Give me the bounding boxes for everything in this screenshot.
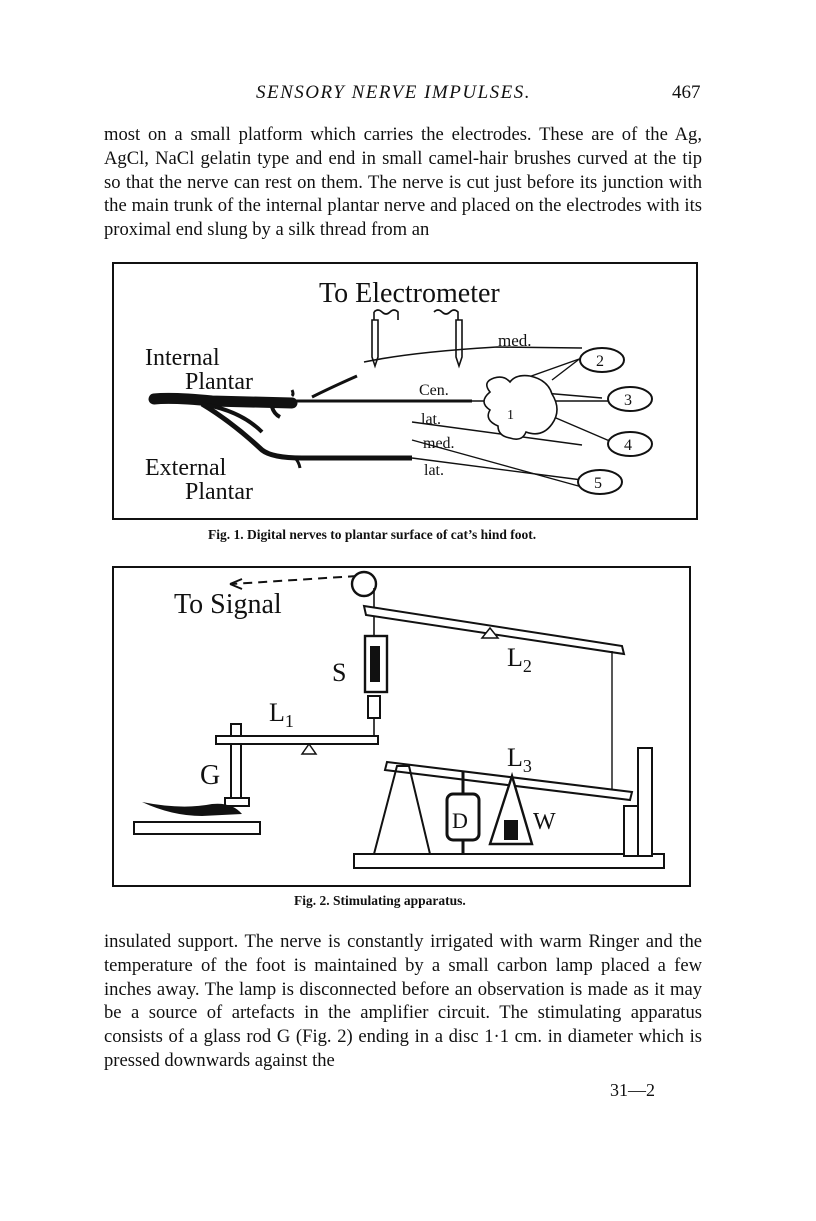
running-title: SENSORY NERVE IMPULSES.: [256, 82, 531, 103]
rod-top: [230, 723, 242, 737]
label-cen: Cen.: [419, 382, 449, 399]
figure-2-frame: [112, 566, 691, 887]
toe-4: 4: [607, 431, 653, 457]
right-upright-step: [623, 805, 639, 857]
central-pad: [483, 374, 558, 440]
figure-2-caption: Fig. 2. Stimulating apparatus.: [294, 893, 466, 908]
label-d: D: [452, 808, 468, 833]
toe-2-label: 2: [596, 353, 604, 370]
label-external: External: [145, 455, 227, 481]
l3-stand-left: [372, 765, 432, 855]
page-header: SENSORY NERVE IMPULSES. 467: [0, 82, 816, 108]
toe-3-label: 3: [624, 392, 632, 409]
lever-l2: [362, 604, 626, 656]
signal-arrow-icon: [229, 578, 243, 590]
cat-foot: [142, 802, 242, 816]
label-plantar-internal: Plantar: [185, 369, 253, 395]
toe-5-label: 5: [594, 475, 602, 492]
apparatus-base: [353, 853, 665, 869]
right-upright: [637, 747, 653, 857]
label-to-signal: To Signal: [174, 589, 282, 620]
figure-1: To Electrometer med.: [112, 262, 698, 520]
figure-1-diagram: To Electrometer med.: [112, 262, 698, 520]
label-s: S: [332, 658, 346, 687]
label-med-2: med.: [423, 435, 455, 452]
label-lat-1: lat.: [421, 411, 441, 428]
lever-l3: [383, 760, 634, 802]
toe-5: 5: [577, 469, 623, 495]
signal-thread: [231, 575, 358, 585]
spring-hook: [367, 695, 381, 719]
signature-mark: 31—2: [610, 1080, 655, 1100]
label-l2: L2: [507, 643, 532, 676]
electrode-right: [433, 309, 463, 369]
electrode-left: [371, 309, 399, 369]
rod-disc: [224, 797, 250, 807]
fulcrum-l1: [300, 742, 318, 755]
label-w: W: [533, 809, 556, 835]
figure-1-title: To Electrometer: [319, 278, 500, 309]
weight-w: [504, 820, 518, 840]
figure-2-diagram: To Signal L2 S L1 G L3 D: [112, 566, 691, 887]
toe-2: 2: [579, 347, 625, 373]
label-lat-2: lat.: [424, 462, 444, 479]
branch-stub-low: [293, 456, 302, 469]
label-med-top: med.: [498, 331, 532, 350]
internal-plantar-trunk: [148, 392, 298, 409]
toe-3: 3: [607, 386, 653, 412]
foot-platform: [133, 821, 261, 835]
label-plantar-external: Plantar: [185, 479, 253, 505]
toe-4-label: 4: [624, 437, 632, 454]
external-plantar-trunk: [200, 401, 412, 461]
glass-rod: [230, 743, 242, 805]
label-internal: Internal: [145, 345, 220, 371]
fulcrum-l2: [480, 626, 500, 639]
body-paragraph-2: insulated support. The nerve is constant…: [104, 931, 702, 1071]
nerve-med-top: [363, 346, 583, 363]
figure-1-caption: Fig. 1. Digital nerves to plantar surfac…: [208, 527, 537, 542]
pulley: [350, 570, 378, 598]
label-l3: L3: [507, 743, 532, 776]
body-paragraph-1: most on a small platform which carries t…: [104, 124, 702, 241]
lever-l1: [215, 735, 379, 745]
label-g: G: [200, 760, 220, 791]
branch-lower: [206, 403, 264, 434]
branch-stub: [290, 389, 295, 398]
page-number: 467: [672, 82, 701, 103]
branch-upper: [311, 374, 358, 399]
figure-1-frame: [112, 262, 698, 520]
label-l1: L1: [269, 698, 294, 731]
spring-core: [370, 646, 380, 682]
branch-small: [270, 406, 281, 419]
pad-number: 1: [507, 408, 514, 423]
stand-w: [488, 771, 534, 846]
figure-2: To Signal L2 S L1 G L3 D: [112, 566, 691, 888]
